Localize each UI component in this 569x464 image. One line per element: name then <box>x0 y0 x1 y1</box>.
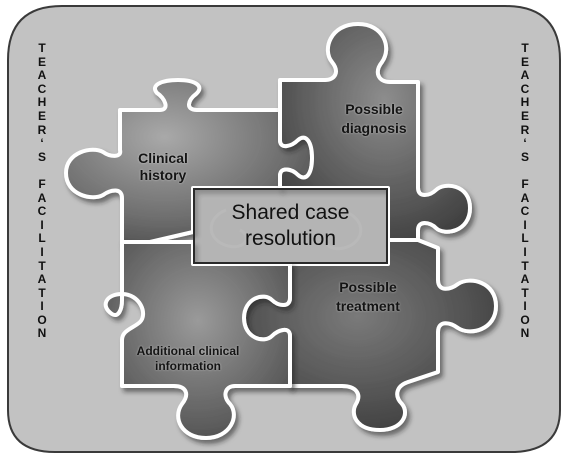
right-caption-letter: A <box>520 68 530 83</box>
left-caption-letter: A <box>37 190 47 205</box>
left-caption-letter: C <box>37 81 47 96</box>
right-caption-letter: H <box>520 95 530 110</box>
additional-information-line1: Additional clinical <box>136 344 240 358</box>
left-caption-letter: T <box>38 41 46 55</box>
left-caption-letter: N <box>37 326 47 341</box>
right-caption-letter: ‘ <box>523 136 527 151</box>
right-caption-letter: I <box>523 244 527 259</box>
puzzle-piece-possible-diagnosis <box>278 22 472 242</box>
right-caption-letter: S <box>520 149 529 164</box>
additional-information-line2: information <box>155 359 221 373</box>
left-caption-letter: S <box>37 149 46 164</box>
left-caption-letter: L <box>38 231 46 246</box>
left-caption-letter: F <box>38 176 46 191</box>
right-caption-letter: C <box>520 204 530 219</box>
right-caption-letter: T <box>521 285 529 300</box>
left-caption-letter: A <box>37 272 47 287</box>
left-caption-letter: O <box>37 312 47 327</box>
left-caption-letter: H <box>37 95 47 110</box>
right-caption-letter: N <box>520 326 530 341</box>
additional-information-label: Additional clinical information <box>118 344 258 374</box>
left-caption-letter: C <box>37 204 47 219</box>
clinical-history-label: Clinical history <box>118 150 208 184</box>
right-caption-letter: F <box>521 176 529 191</box>
center-text-line1: Shared case <box>231 201 350 224</box>
possible-diagnosis-line1: Possible <box>345 101 403 117</box>
possible-treatment-label: Possible treatment <box>312 278 424 316</box>
right-caption-letter: E <box>520 108 529 123</box>
clinical-history-line2: history <box>139 167 187 183</box>
right-caption-letter: I <box>523 217 527 232</box>
left-caption-letter: E <box>37 54 46 69</box>
left-caption-letter: I <box>40 217 44 232</box>
clinical-history-line1: Clinical <box>138 150 188 166</box>
shared-case-resolution-box: Shared case resolution <box>193 188 388 264</box>
left-caption-letter: ‘ <box>40 136 44 151</box>
left-caption-letter: I <box>40 244 44 259</box>
right-caption-letter: A <box>520 272 530 287</box>
possible-diagnosis-label: Possible diagnosis <box>318 100 430 138</box>
puzzle-piece-additional-information <box>103 240 292 440</box>
left-caption-letter: I <box>40 299 44 314</box>
left-caption-letter: E <box>37 108 46 123</box>
right-caption-letter: A <box>520 190 530 205</box>
possible-treatment-line1: Possible <box>339 279 397 295</box>
left-caption-letter: T <box>38 258 46 273</box>
left-caption-letter: A <box>37 68 47 83</box>
right-caption-letter: T <box>521 41 529 55</box>
left-caption-letter: R <box>37 122 47 137</box>
possible-treatment-line2: treatment <box>336 298 400 314</box>
possible-diagnosis-line2: diagnosis <box>341 120 407 136</box>
center-text-line2: resolution <box>244 227 337 250</box>
right-caption-letter: R <box>520 122 530 137</box>
right-caption-letter: T <box>521 258 529 273</box>
right-caption-letter: I <box>523 299 527 314</box>
right-caption-letter: E <box>520 54 529 69</box>
right-caption-letter: C <box>520 81 530 96</box>
left-caption-letter: T <box>38 285 46 300</box>
right-caption-letter: L <box>521 231 529 246</box>
right-caption-letter: O <box>520 312 530 327</box>
